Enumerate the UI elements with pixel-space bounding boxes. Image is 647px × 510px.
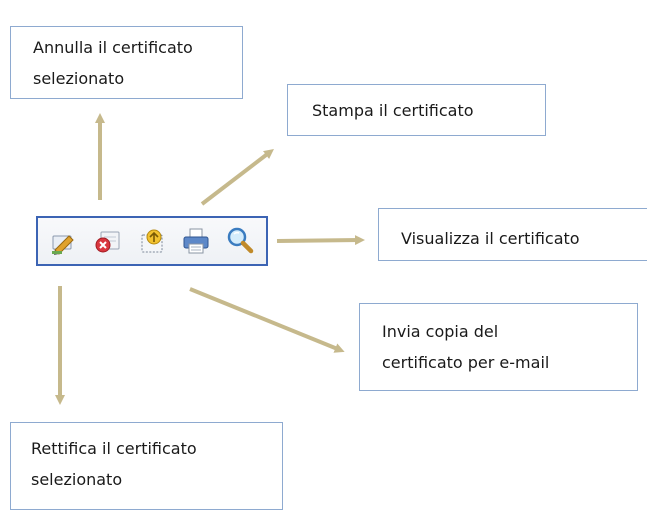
callout-visualizza: Visualizza il certificato: [378, 208, 647, 261]
arrow-to-visualizza: [276, 235, 365, 246]
arrow-to-invia: [189, 287, 345, 353]
stampa-button[interactable]: [179, 224, 213, 258]
callout-rettifica: Rettifica il certificato selezionato: [10, 422, 283, 510]
magnifier-icon: [227, 227, 254, 254]
visualizza-button[interactable]: [223, 224, 257, 258]
invia-button[interactable]: [135, 224, 169, 258]
certificate-toolbar: [36, 216, 268, 266]
arrow-to-stampa: [200, 148, 274, 206]
rettifica-button[interactable]: [47, 224, 81, 258]
edit-certificate-icon: [52, 235, 74, 255]
printer-icon: [183, 228, 209, 254]
callout-invia: Invia copia del certificato per e-mail: [359, 303, 638, 391]
callout-annulla: Annulla il certificato selezionato: [10, 26, 243, 99]
callout-stampa: Stampa il certificato: [287, 84, 546, 136]
annulla-button[interactable]: [91, 224, 125, 258]
cancel-certificate-icon: [95, 231, 120, 253]
send-certificate-icon: [141, 229, 163, 253]
